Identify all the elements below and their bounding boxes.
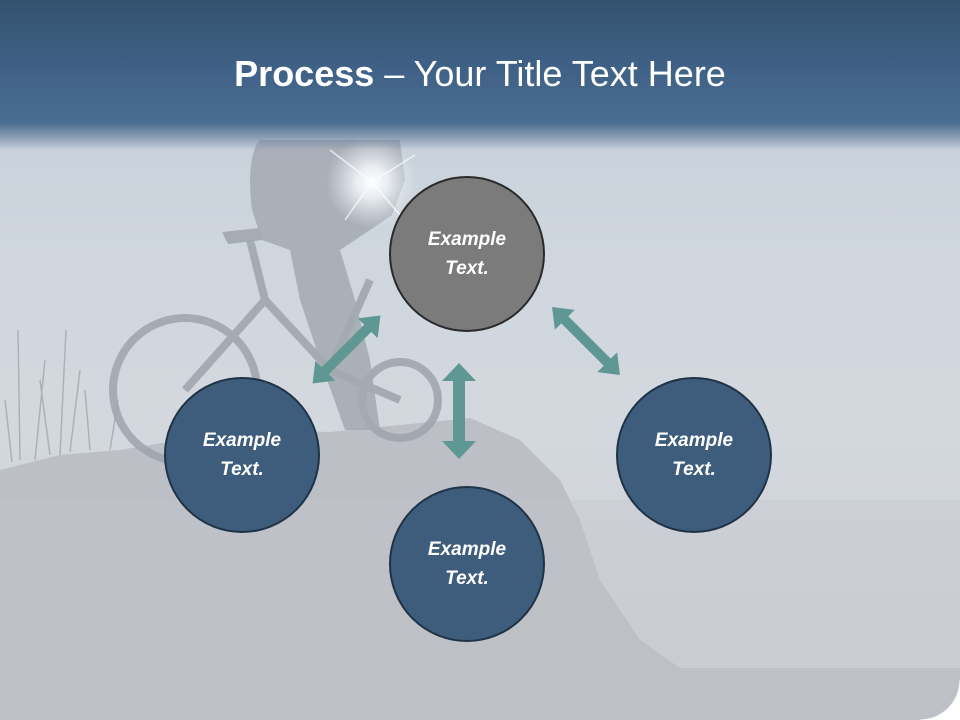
process-node-top: Example Text. [389,176,545,332]
process-node-left: Example Text. [164,377,320,533]
slide-title: Process – Your Title Text Here [0,52,960,96]
process-node-bottom: Example Text. [389,486,545,642]
node-right-label: Example Text. [654,430,734,480]
rounded-corner [920,680,960,720]
process-node-right: Example Text. [616,377,772,533]
node-bottom-label: Example Text. [427,539,507,589]
node-left-label: Example Text. [202,430,282,480]
header-band [0,0,960,150]
node-top-label: Example Text. [427,229,507,279]
title-rest: – Your Title Text Here [374,53,726,94]
title-bold: Process [234,53,375,94]
